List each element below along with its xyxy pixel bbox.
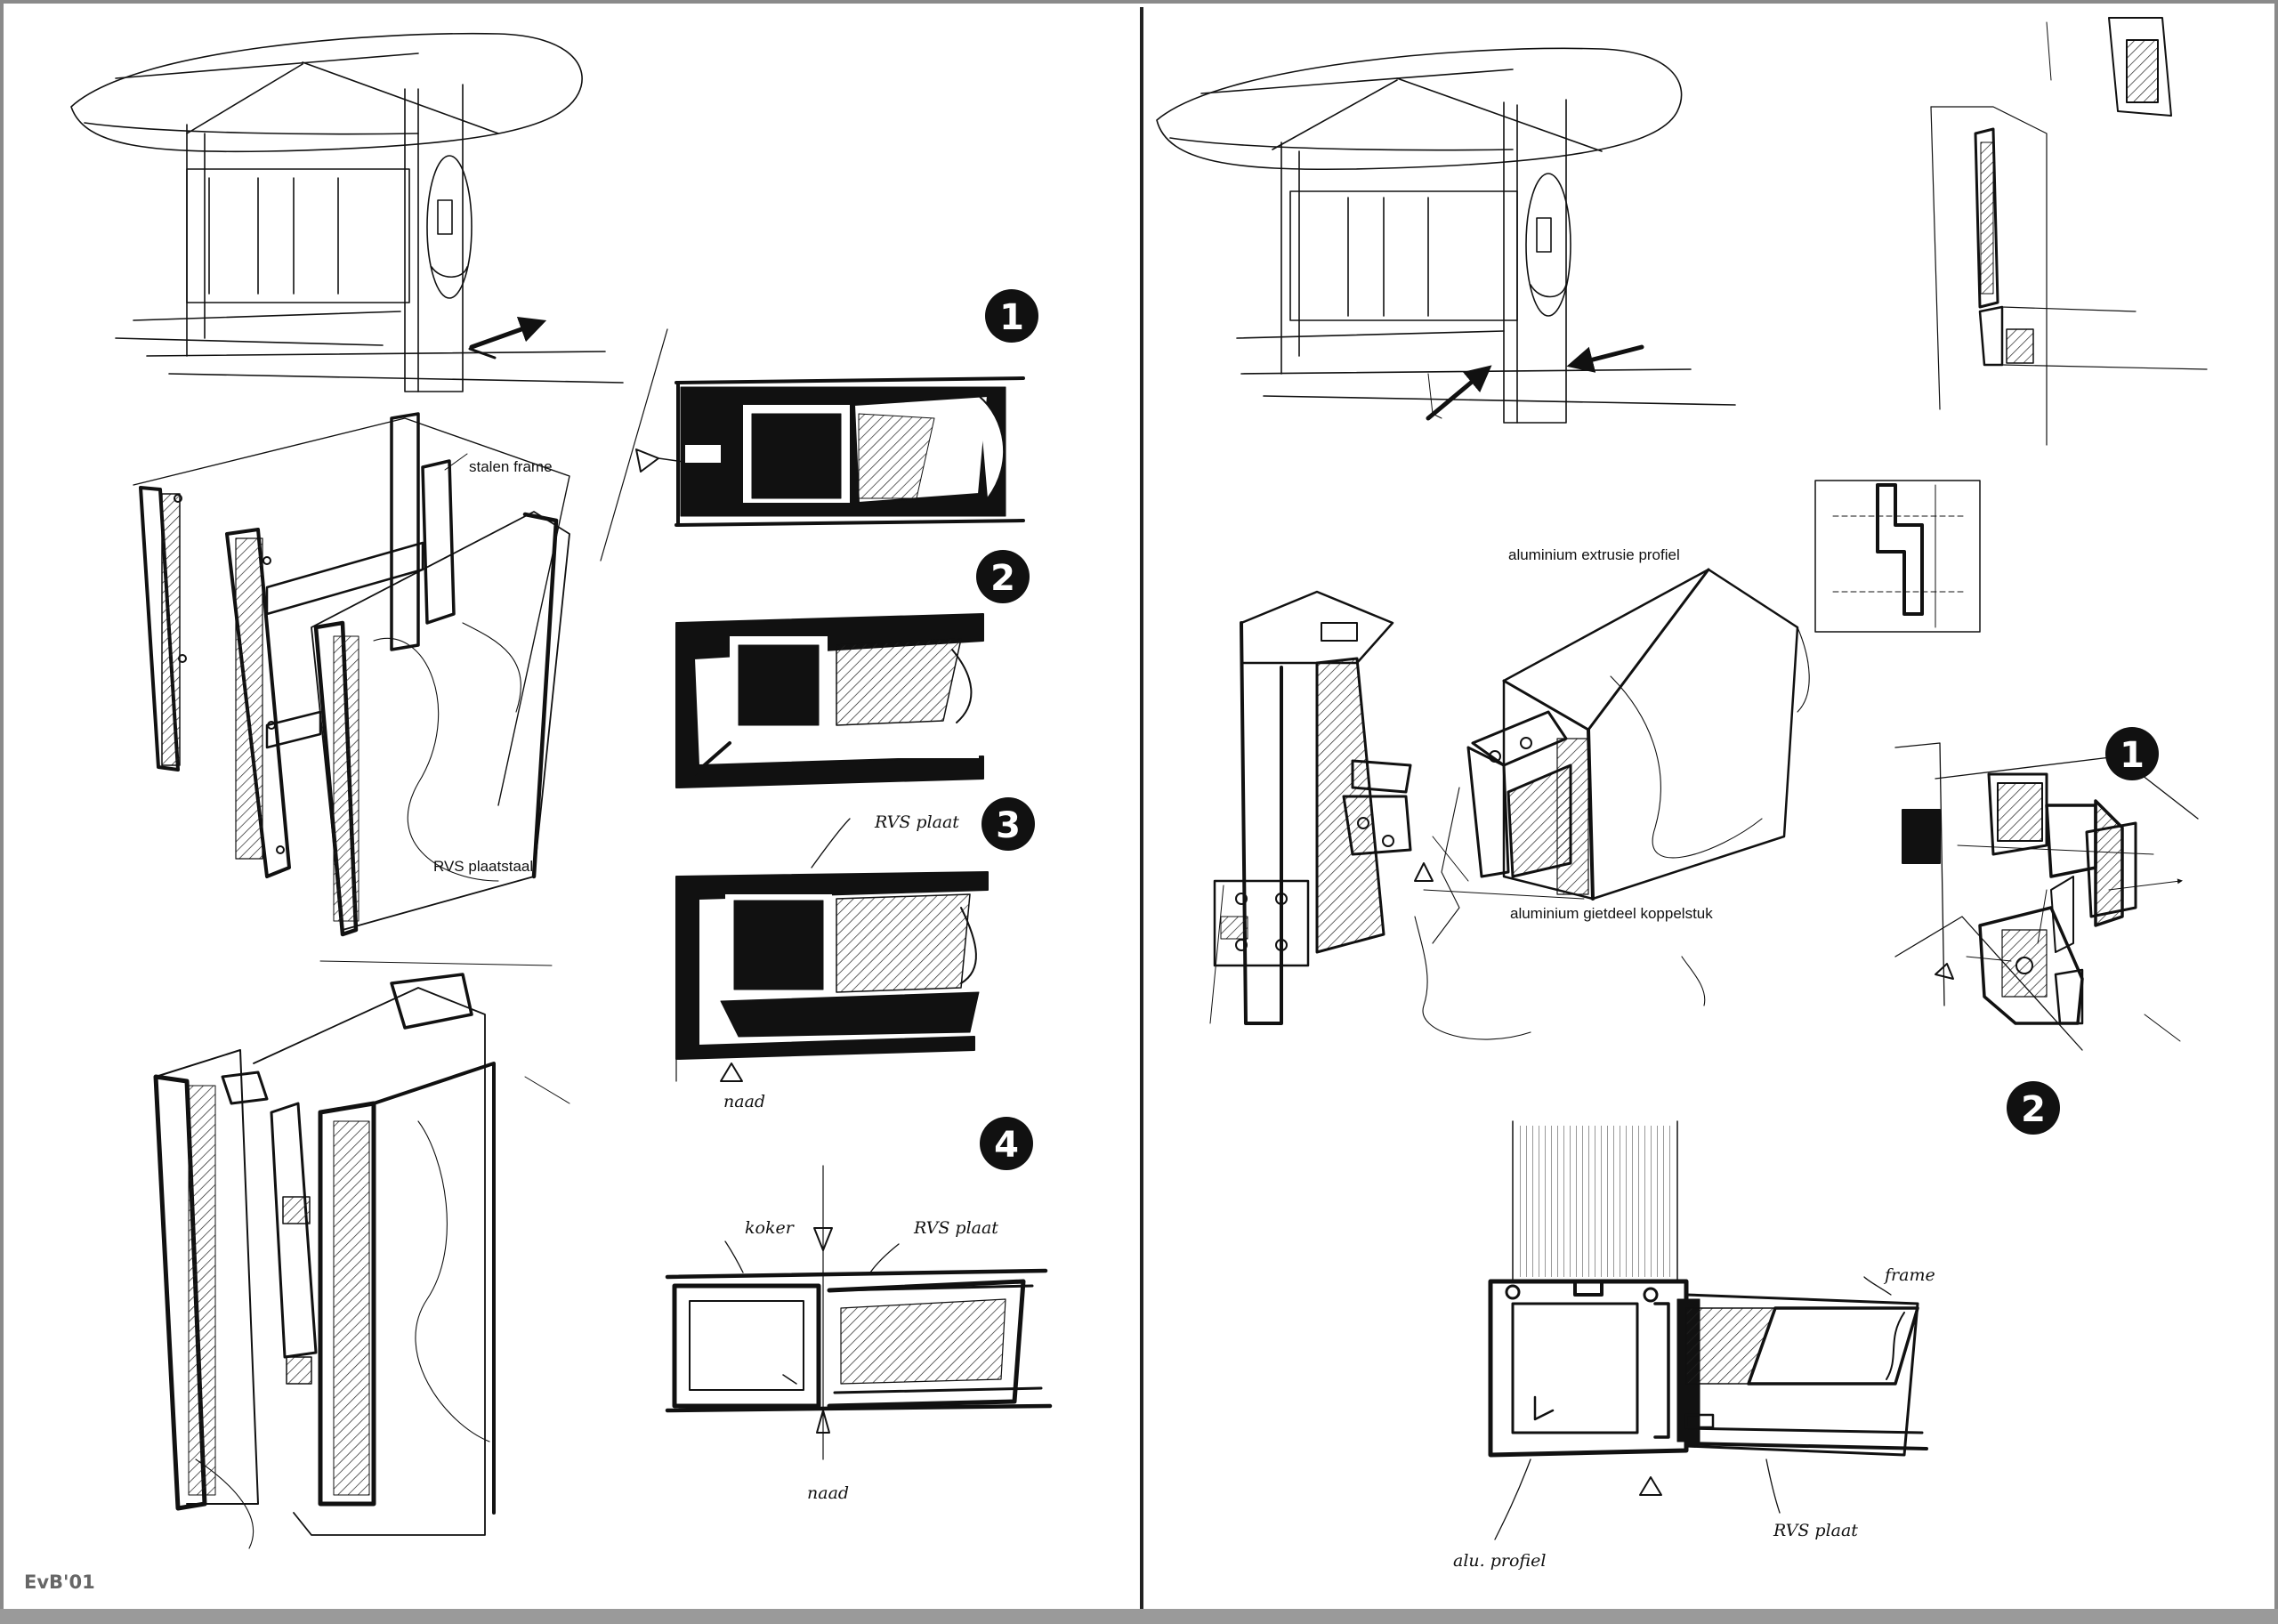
- label-aluminium-gietdeel-koppelstuk: aluminium gietdeel koppelstuk: [1510, 905, 1713, 922]
- bottom-strip: [0, 1609, 2278, 1624]
- detail-badge-3: 3: [981, 797, 1035, 851]
- svg-text:2: 2: [990, 558, 1015, 599]
- left-panel: stalen frame RVS plaatstaal: [70, 32, 1053, 1549]
- label-frame: frame: [1883, 1265, 1935, 1285]
- exploded-frame-sketch: [133, 412, 570, 937]
- detail-section-4: [665, 1165, 1053, 1460]
- column-top-view-sketch: [1930, 17, 2208, 446]
- label-koker-4: koker: [745, 1218, 796, 1238]
- detail-section-1: [600, 328, 1025, 562]
- assembled-column-sketch: [153, 960, 570, 1549]
- detail-section-2: [675, 613, 984, 788]
- coupling-exploded-sketch: [1894, 742, 2199, 1051]
- svg-text:1: 1: [999, 297, 1024, 338]
- right-detail-badge-2: 2: [2007, 1081, 2060, 1135]
- label-alu-profiel: alu. profiel: [1453, 1551, 1546, 1571]
- detail-section-3: [675, 818, 989, 1082]
- svg-text:1: 1: [2120, 735, 2145, 776]
- plan-detail-sketch: [1814, 480, 1981, 633]
- frame-section-detail: [1488, 1120, 1928, 1540]
- label-rvs-plaatstaal: RVS plaatstaal: [433, 858, 533, 875]
- label-rvs-plaat-3: RVS plaat: [874, 812, 959, 832]
- svg-text:3: 3: [996, 805, 1021, 846]
- right-detail-badge-1: 1: [2105, 727, 2159, 780]
- label-aluminium-extrusie-profiel: aluminium extrusie profiel: [1508, 546, 1680, 563]
- label-stalen-frame: stalen frame: [469, 458, 553, 475]
- aluminium-extrusion-sketch: [1209, 568, 1810, 1040]
- right-panel: aluminium extrusie profiel aluminium gie…: [1156, 17, 2208, 1571]
- bus-shelter-sketch-right: [1156, 47, 1736, 424]
- svg-text:4: 4: [994, 1125, 1019, 1166]
- label-rvs-plaat-4: RVS plaat: [913, 1218, 998, 1238]
- label-naad-3: naad: [723, 1092, 765, 1111]
- detail-badge-4: 4: [980, 1117, 1033, 1170]
- bus-shelter-sketch-left: [70, 32, 624, 392]
- label-naad-4: naad: [807, 1483, 849, 1503]
- detail-badge-2: 2: [976, 550, 1030, 603]
- signature: EvB'01: [24, 1571, 95, 1593]
- detail-badge-1: 1: [985, 289, 1038, 343]
- label-rvs-plaat-right: RVS plaat: [1773, 1521, 1858, 1540]
- svg-text:2: 2: [2021, 1089, 2046, 1130]
